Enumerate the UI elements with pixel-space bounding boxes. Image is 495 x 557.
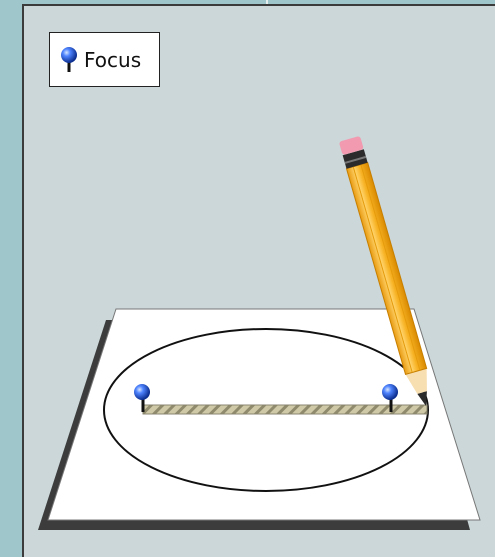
string-line[interactable] (143, 405, 427, 414)
legend-box: Focus (49, 32, 160, 87)
pushpin-icon (58, 46, 80, 74)
legend-label: Focus (84, 48, 141, 72)
